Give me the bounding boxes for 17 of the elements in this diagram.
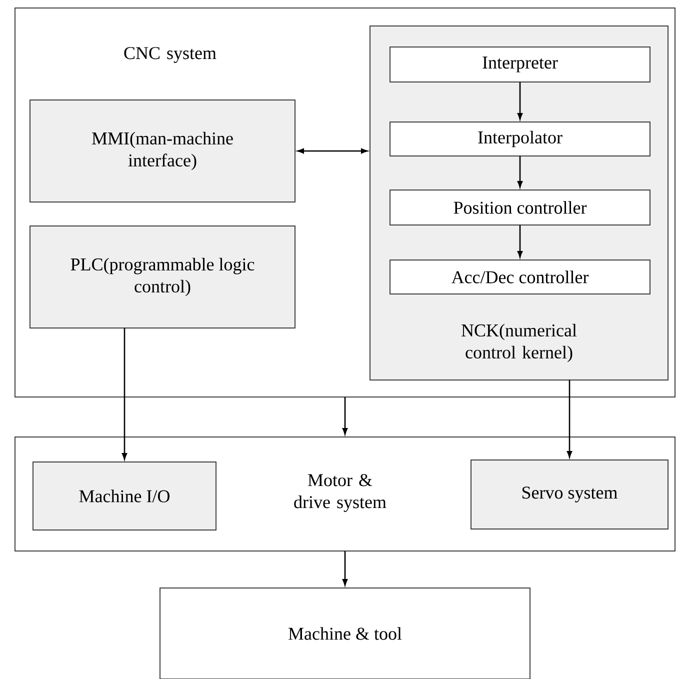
module-box: Machine I/O [32,462,216,530]
arrow [566,380,572,458]
arrow [122,328,128,460]
module-box: PLC(programmable logic control) [30,226,296,328]
arrow [342,397,348,435]
arrow [517,225,523,258]
arrow [297,148,368,154]
module-box: Servo system [470,460,668,530]
arrow [517,82,523,120]
machine-box: Machine & tool [160,588,530,679]
process-box: Interpolator [390,122,650,156]
module-box: MMI(man-machine interface) [30,100,296,202]
process-box: Position controller [390,190,650,226]
process-box: Interpreter [390,46,650,82]
arrow [342,551,348,586]
arrow [517,156,523,188]
process-box: Acc/Dec controller [390,260,650,294]
